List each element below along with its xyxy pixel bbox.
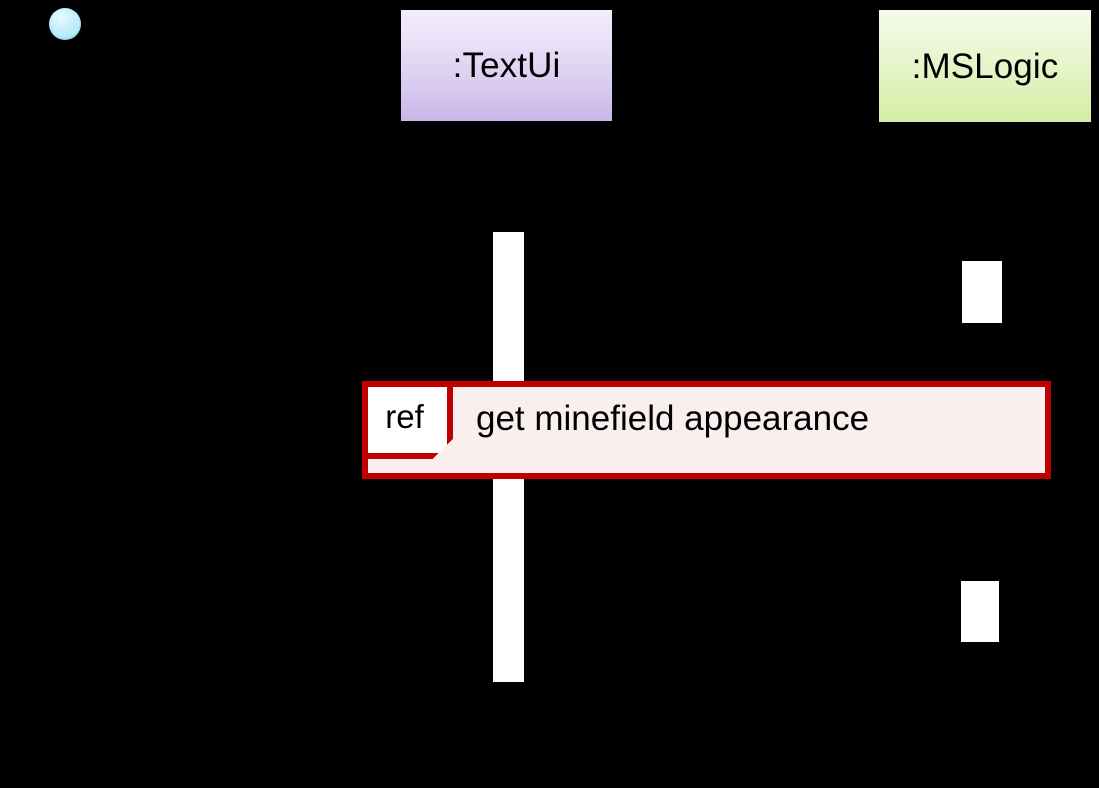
- ref-fragment-operator-label: ref: [385, 397, 424, 435]
- ref-fragment[interactable]: ref get minefield appearance: [362, 381, 1051, 479]
- participant-label-mslogic: :MSLogic: [911, 46, 1059, 86]
- participant-box-mslogic[interactable]: :MSLogic: [879, 10, 1091, 122]
- activation-bar-mslogic-lower: [961, 581, 999, 642]
- actor-circle-icon: [49, 8, 81, 40]
- participant-label-textui: :TextUi: [452, 46, 561, 85]
- ref-fragment-label: get minefield appearance: [476, 399, 870, 438]
- ref-fragment-operator-tab: ref: [368, 387, 453, 459]
- activation-bar-mslogic-upper: [962, 261, 1002, 323]
- participant-box-textui[interactable]: :TextUi: [401, 10, 612, 121]
